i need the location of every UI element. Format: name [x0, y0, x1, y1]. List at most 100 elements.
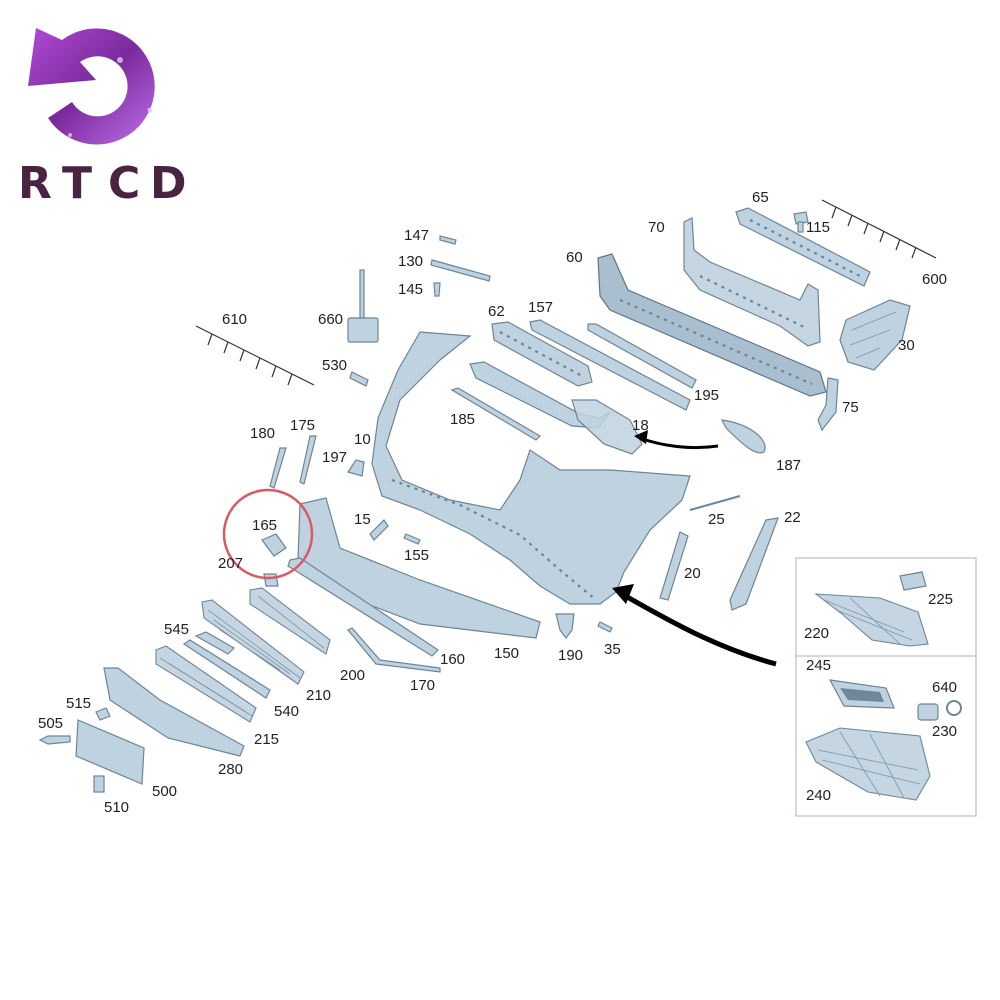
- label-230: 230: [932, 723, 957, 740]
- label-160: 160: [440, 651, 465, 668]
- part-65-bracket: [735, 207, 871, 287]
- label-35: 35: [604, 641, 621, 658]
- part-515-bolt: [95, 707, 111, 721]
- part-155-screw: [403, 533, 421, 545]
- label-70: 70: [648, 219, 665, 236]
- label-170: 170: [410, 677, 435, 694]
- part-245-frame: [828, 679, 895, 709]
- label-610: 610: [222, 311, 247, 328]
- part-75-bracket: [817, 377, 839, 432]
- part-35-screw: [597, 621, 613, 633]
- part-20-flap: [659, 531, 689, 601]
- part-500-license-plate-base: [75, 719, 145, 785]
- label-22: 22: [784, 509, 801, 526]
- label-10: 10: [354, 431, 371, 448]
- label-545: 545: [164, 621, 189, 638]
- part-207-bracket: [263, 573, 279, 587]
- part-530-connector: [349, 371, 369, 387]
- part-30-side-bracket: [839, 299, 911, 371]
- part-147-screw: [439, 235, 457, 245]
- part-190-bracket: [555, 613, 575, 639]
- label-130: 130: [398, 253, 423, 270]
- part-70-beam: [683, 217, 821, 347]
- label-150: 150: [494, 645, 519, 662]
- part-170-strip: [347, 627, 441, 673]
- part-62-bracket: [491, 321, 593, 387]
- label-25: 25: [708, 511, 725, 528]
- label-215: 215: [254, 731, 279, 748]
- label-157: 157: [528, 299, 553, 316]
- part-505-screw: [38, 735, 71, 745]
- part-210-grille: [201, 599, 305, 685]
- label-220: 220: [804, 625, 829, 642]
- part-545-strip: [194, 631, 235, 655]
- part-187-trim-wire: [720, 419, 766, 454]
- part-200-grille: [249, 587, 331, 655]
- arrows: [612, 430, 777, 667]
- label-155: 155: [404, 547, 429, 564]
- part-130-strip: [430, 259, 491, 282]
- part-510-clip: [93, 775, 105, 793]
- label-280: 280: [218, 761, 243, 778]
- part-240-grille-insert: [805, 727, 931, 801]
- label-240: 240: [806, 787, 831, 804]
- logo-refresh-icon: [28, 28, 155, 145]
- label-245: 245: [806, 657, 831, 674]
- label-515: 515: [66, 695, 91, 712]
- part-60-impact-beam: [597, 253, 827, 397]
- part-175-trim: [299, 435, 317, 485]
- label-640: 640: [932, 679, 957, 696]
- part-540-strip: [182, 639, 271, 699]
- label-30: 30: [898, 337, 915, 354]
- label-500: 500: [152, 783, 177, 800]
- part-145-screw: [433, 282, 441, 297]
- logo-letter-r: R: [18, 158, 66, 209]
- label-540: 540: [274, 703, 299, 720]
- part-640-ring: [946, 700, 962, 716]
- part-197-cap: [347, 459, 365, 477]
- label-62: 62: [488, 303, 505, 320]
- part-15-clip: [369, 519, 389, 541]
- label-200: 200: [340, 667, 365, 684]
- label-185: 185: [450, 411, 475, 428]
- label-600: 600: [922, 271, 947, 288]
- label-65: 65: [752, 189, 769, 206]
- logo-letter-t: T: [62, 158, 106, 209]
- part-220-grille-insert: [814, 593, 929, 647]
- label-510: 510: [104, 799, 129, 816]
- label-175: 175: [290, 417, 315, 434]
- label-660: 660: [318, 311, 343, 328]
- label-197: 197: [322, 449, 347, 466]
- label-147: 147: [404, 227, 429, 244]
- dimension-lines: [195, 199, 937, 386]
- label-20: 20: [684, 565, 701, 582]
- label-190: 190: [558, 647, 583, 664]
- part-165-bracket: [261, 533, 287, 557]
- logo-letter-d: D: [150, 158, 201, 209]
- part-230-sensor: [917, 703, 939, 721]
- label-18: 18: [632, 417, 649, 434]
- label-210: 210: [306, 687, 331, 704]
- part-280-lower-trim: [103, 667, 245, 757]
- label-207: 207: [218, 555, 243, 572]
- part-225-bracket: [899, 571, 927, 591]
- part-115-clip: [793, 211, 809, 233]
- part-180-trim: [269, 447, 287, 489]
- part-22-flap: [729, 517, 779, 611]
- part-10-bumper-cover: [371, 331, 691, 605]
- part-660-sensor-holder: [347, 269, 379, 343]
- part-195-strip: [587, 323, 697, 389]
- part-18-bezel: [571, 399, 643, 455]
- label-505: 505: [38, 715, 63, 732]
- label-145: 145: [398, 281, 423, 298]
- label-115: 115: [806, 219, 830, 236]
- rtcd-logo: R T C D: [18, 28, 201, 209]
- label-75: 75: [842, 399, 859, 416]
- label-187: 187: [776, 457, 801, 474]
- part-215-grille: [155, 645, 257, 723]
- label-165: 165: [252, 517, 277, 534]
- label-225: 225: [928, 591, 953, 608]
- label-180: 180: [250, 425, 275, 442]
- part-labels: 65 70 115 600 147 130 145 60 610 660 62 …: [38, 189, 957, 816]
